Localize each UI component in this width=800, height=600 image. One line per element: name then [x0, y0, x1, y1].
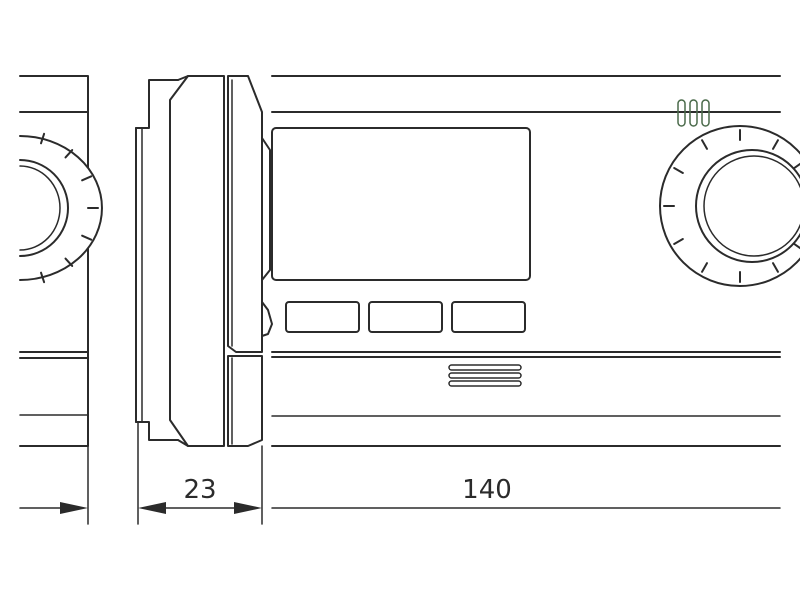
- knob-tick: [40, 271, 46, 284]
- arrowhead: [60, 502, 88, 514]
- left-unit-outline: [19, 75, 89, 447]
- left-knob-ticks: [40, 132, 99, 284]
- vent-slot: [448, 372, 522, 379]
- knob-tick: [64, 149, 74, 159]
- arrowhead: [234, 502, 262, 514]
- right-unit: [271, 75, 800, 447]
- knob-tick: [772, 139, 779, 150]
- side-main-body: [169, 75, 225, 447]
- left-knob-inner-ring: [19, 165, 61, 251]
- button-2: [368, 301, 443, 333]
- button-1: [285, 301, 360, 333]
- side-button-profile: [261, 301, 273, 337]
- knob-tick: [81, 234, 93, 241]
- knob-tick: [793, 162, 800, 170]
- knob-tick: [81, 175, 93, 182]
- side-knob-profile: [261, 137, 271, 281]
- knob-tick: [673, 167, 684, 174]
- side-top-bevel: [177, 75, 189, 81]
- knob-tick: [64, 257, 74, 267]
- right-knob-inner-ring: [703, 155, 800, 257]
- vent-slot: [448, 364, 522, 371]
- left-unit: [19, 75, 103, 447]
- knob-tick: [701, 262, 708, 273]
- side-view: [135, 75, 273, 447]
- dimension-label-width: 140: [462, 475, 512, 505]
- vent-slots: [448, 364, 522, 387]
- arrowhead: [138, 502, 166, 514]
- right-knob-inner: [695, 149, 800, 263]
- led-3: [701, 99, 710, 127]
- right-knob-outer: [659, 125, 800, 287]
- side-front-cover-upper: [227, 75, 263, 353]
- right-knob-ticks: [663, 129, 800, 283]
- right-knob: [659, 125, 800, 287]
- knob-tick: [772, 262, 779, 273]
- led-2: [689, 99, 698, 127]
- side-back-top: [135, 79, 179, 129]
- side-front-cover-lower: [227, 355, 263, 447]
- dimension-lines: 23 140: [19, 421, 781, 525]
- dimension-label-depth: 23: [183, 475, 216, 505]
- left-knob-inner: [19, 159, 69, 257]
- led-indicators: [677, 99, 710, 127]
- vent-slot: [448, 380, 522, 387]
- knob-tick: [701, 139, 708, 150]
- side-bottom-bevel: [177, 439, 189, 447]
- led-1: [677, 99, 686, 127]
- button-3: [451, 301, 526, 333]
- knob-tick: [673, 238, 684, 245]
- left-knob: [19, 132, 103, 284]
- display-screen: [271, 127, 531, 281]
- knob-tick: [793, 242, 800, 250]
- knob-tick: [40, 132, 46, 145]
- side-back-bottom: [135, 421, 179, 441]
